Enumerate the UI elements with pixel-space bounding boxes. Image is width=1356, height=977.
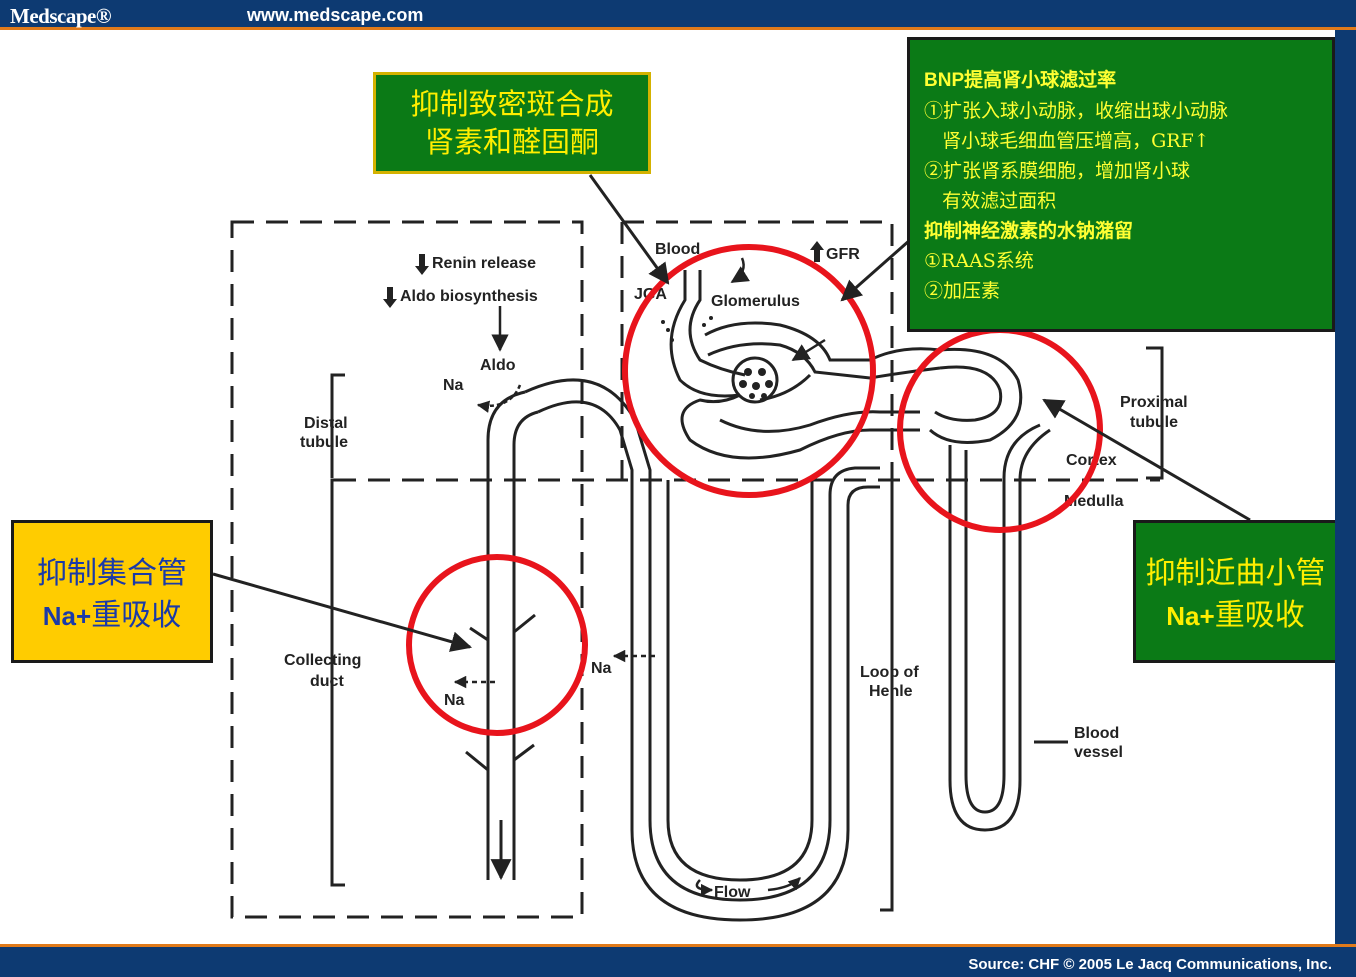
renin-release-label: Renin release — [432, 255, 536, 272]
callout-collecting-duct-line2: Na+重吸收 — [14, 595, 210, 637]
site-url[interactable]: www.medscape.com — [247, 5, 424, 25]
na-label-henle: Na — [591, 660, 612, 677]
callout-collecting-duct-line1: 抑制集合管 — [37, 556, 187, 591]
aldo-label: Aldo — [480, 357, 516, 374]
callout-macula-densa: 抑制致密斑合成 肾素和醛固酮 — [373, 72, 651, 174]
loop-of-henle-label-2: Henle — [869, 683, 913, 700]
loop-of-henle — [524, 378, 880, 922]
region-brackets — [330, 346, 1164, 912]
bnp-line-8: ②加压素 — [924, 280, 1001, 302]
callout-proximal-line2: Na+重吸收 — [1136, 595, 1335, 637]
collecting-duct-region — [230, 220, 584, 919]
callout-macula-densa-line2: 肾素和醛固酮 — [424, 125, 599, 159]
bnp-line-5: 有效滤过面积 — [924, 190, 1057, 212]
callout-proximal-na: Na+ — [1166, 601, 1215, 631]
circle-collecting — [406, 554, 588, 736]
callout-proximal-reabsorb: 重吸收 — [1214, 598, 1305, 633]
sodium-arrows — [453, 649, 655, 689]
callout-proximal-line1: 抑制近曲小管 — [1145, 556, 1326, 591]
proximal-tubule-label-2: tubule — [1130, 414, 1178, 431]
glomerulus-dots — [661, 316, 773, 399]
collecting-duct — [465, 390, 539, 881]
circle-glomerulus — [622, 244, 876, 498]
distal-tubule-label-1: Distal — [304, 415, 348, 432]
cortex-region-outline — [622, 220, 894, 480]
medulla-label: Medulla — [1064, 493, 1124, 510]
gfr-label: GFR — [826, 246, 860, 263]
header-bar: Medscape® www.medscape.com — [0, 0, 1356, 30]
footer-bar: Source: CHF © 2005 Le Jacq Communication… — [0, 944, 1356, 977]
callout-proximal-tubule: 抑制近曲小管 Na+重吸收 — [1133, 520, 1335, 663]
bnp-line-1: BNP提高肾小球滤过率 — [924, 70, 1117, 91]
na-label-distal: Na — [443, 377, 464, 394]
collecting-duct-label-1: Collecting — [284, 652, 361, 669]
bnp-line-3: 肾小球毛细血管压增高，GRF↑ — [924, 130, 1210, 152]
bnp-line-4: ②扩张肾系膜细胞，增加肾小球 — [924, 160, 1191, 182]
diagram-text: Renin release Aldo biosynthesis Aldo Na … — [284, 241, 1188, 901]
indicator-arrows — [383, 241, 824, 308]
right-edge-strip — [1335, 30, 1356, 944]
bnp-line-6: 抑制神经激素的水钠潴留 — [924, 220, 1134, 242]
distal-tubule-label-2: tubule — [300, 434, 348, 451]
source-credit: Source: CHF © 2005 Le Jacq Communication… — [968, 956, 1332, 973]
flow-arrows — [476, 257, 826, 897]
blood-vessel-label-1: Blood — [1074, 725, 1119, 742]
bnp-line-7: ①RAAS系统 — [924, 250, 1034, 272]
na-label-collecting: Na — [444, 692, 465, 709]
callout-collecting-duct-reabsorb: 重吸收 — [91, 598, 182, 633]
callout-bnp: BNP提高肾小球滤过率 ①扩张入球小动脉，收缩出球小动脉 肾小球毛细血管压增高，… — [907, 37, 1335, 332]
proximal-tubule — [928, 347, 1068, 832]
callout-collecting-duct: 抑制集合管 Na+重吸收 — [11, 520, 213, 663]
callout-pointers — [212, 174, 1251, 652]
callout-macula-densa-line1: 抑制致密斑合成 — [410, 87, 614, 121]
cortex-label: Cortex — [1066, 452, 1117, 469]
medscape-logo[interactable]: Medscape® — [10, 4, 112, 28]
aldo-biosynthesis-label: Aldo biosynthesis — [400, 288, 538, 305]
proximal-tubule-label-1: Proximal — [1120, 394, 1188, 411]
collecting-duct-label-2: duct — [310, 673, 344, 690]
highlight-circles — [406, 244, 1103, 736]
blood-vessel-label-2: vessel — [1074, 744, 1123, 761]
flow-label: Flow — [714, 884, 751, 901]
callout-collecting-duct-na: Na+ — [42, 601, 92, 631]
bnp-line-2: ①扩张入球小动脉，收缩出球小动脉 — [924, 100, 1229, 122]
loop-of-henle-label-1: Loop of — [860, 664, 919, 681]
glomerulus-label: Glomerulus — [711, 293, 800, 310]
blood-label: Blood — [655, 241, 700, 258]
